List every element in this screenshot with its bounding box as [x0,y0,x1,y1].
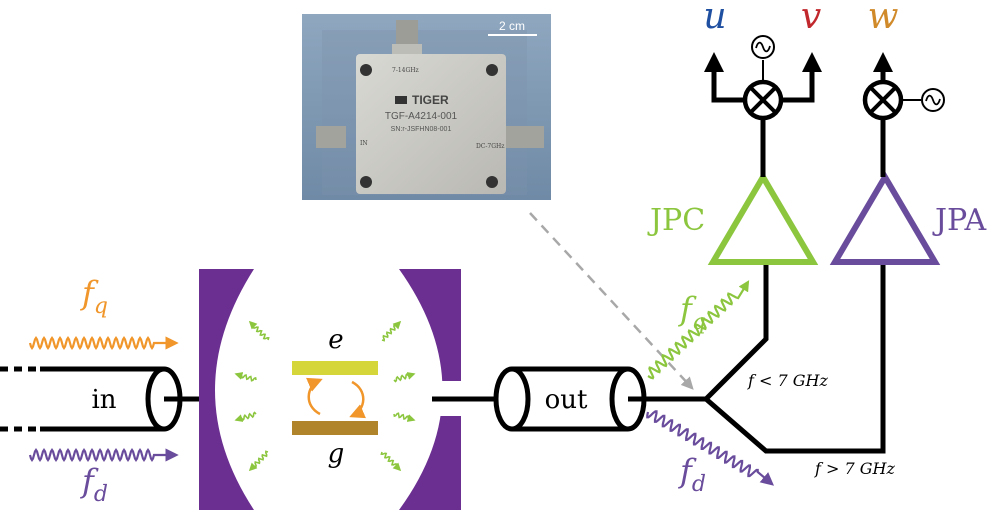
fd-output-label: fd [678,452,706,497]
photo-port-right: DC-7GHz [476,143,504,150]
photo-pointer-arrow [529,212,694,390]
transition-arrow-down [349,380,366,419]
low-band-label: f < 7 GHz [747,371,829,390]
photo-port-in: IN [360,140,368,147]
photon-squiggle-7 [393,412,416,422]
photon-squiggle-1 [248,320,270,341]
jpa-label: JPA [932,203,986,238]
qubit-drive-input-wave [28,336,179,350]
photon-squiggle-8 [380,451,402,472]
transition-arrow-up [306,377,323,416]
jpc-local-oscillator-icon [751,35,775,59]
jpa-local-oscillator-icon [921,88,945,112]
output-label: out [545,385,588,415]
photon-squiggle-6 [393,372,416,383]
input-line [0,366,208,432]
fd-input-label: fd [80,462,108,507]
photo-port-top: 7-14GHz [392,67,419,74]
jpc-output-u [704,52,745,103]
high-band-branch [704,262,886,454]
cavity-photons [234,320,416,472]
excited-state-label: e [328,325,343,355]
jpc-amplifier [707,171,819,265]
fq-output-label: fq [678,290,706,335]
ground-state-label: g [328,439,345,469]
photon-squiggle-5 [381,320,402,342]
high-band-label: f > 7 GHz [814,459,896,478]
quadrature-u-label: u [703,0,726,37]
qubit-drive-output-wave [647,280,750,380]
readout-output-wave [646,410,775,486]
jpc-output-v [781,52,822,103]
output-line [493,366,706,432]
photo-brand: TIGER [412,93,449,107]
quadrature-v-label: v [801,0,821,37]
jpa-amplifier [829,171,941,265]
jpa-mixer [862,79,904,121]
low-band-branch [704,262,769,401]
photon-squiggle-4 [248,450,269,472]
diplexer-photo: TIGER TGF-A4214-001 SN:r-JSFHN08-001 7-1… [302,14,551,200]
jpc-mixer [742,79,784,121]
cavity-right-mirror [399,269,461,510]
photon-squiggle-2 [234,372,257,382]
input-label: in [91,385,116,415]
quadrature-w-label: w [868,0,899,37]
jpc-label: JPC [647,203,705,238]
photo-serial: SN:r-JSFHN08-001 [391,126,452,133]
fq-input-label: fq [80,274,108,319]
photo-model: TGF-A4214-001 [385,111,458,122]
cavity-left-mirror [199,269,254,510]
readout-drive-input-wave [28,448,179,462]
ground-state-bar [292,421,378,435]
excited-state-bar [292,361,378,375]
photo-scale-label: 2 cm [499,19,525,33]
photon-squiggle-3 [234,411,257,422]
